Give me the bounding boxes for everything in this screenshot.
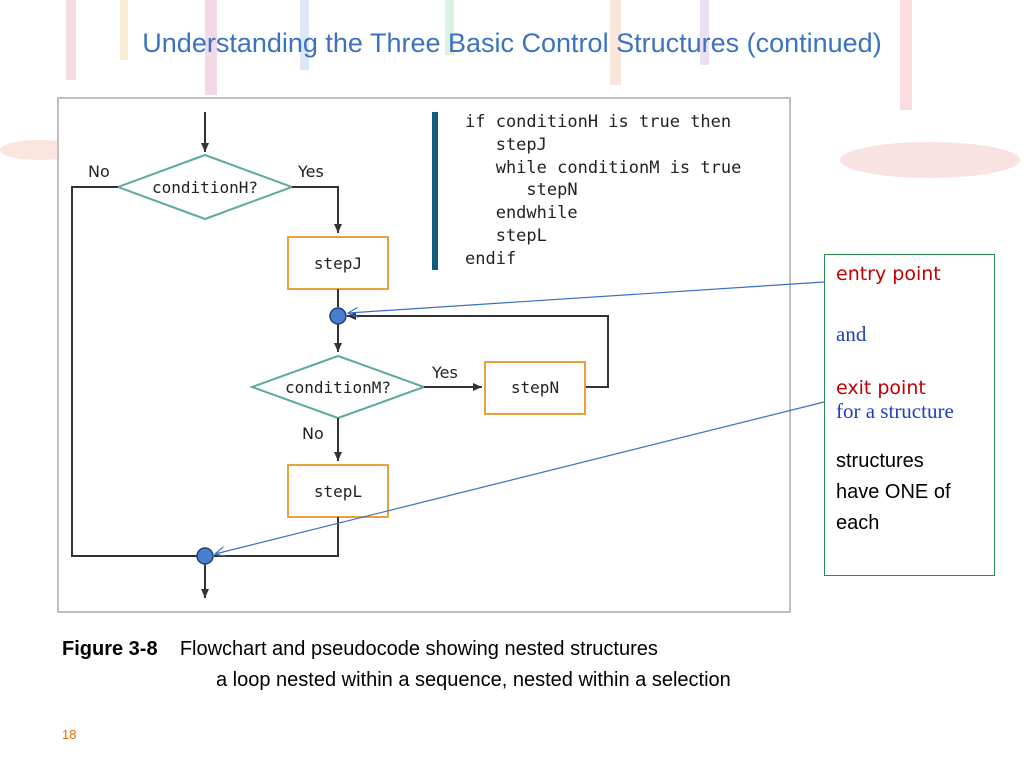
no-label-1: No: [88, 162, 110, 181]
flow-line: [214, 517, 339, 557]
entry-point-marker: [329, 307, 347, 325]
figure-caption: Figure 3-8 Flowchart and pseudocode show…: [62, 634, 731, 696]
decision-label-conditionh: conditionH?: [152, 178, 258, 197]
callout-note-line: each: [836, 512, 880, 534]
pseudocode-line: if conditionH is true then: [465, 112, 732, 132]
process-label-stepl: stepL: [314, 482, 362, 501]
page-number: 18: [62, 727, 77, 742]
pseudocode-line: stepJ: [465, 134, 547, 155]
pseudocode-line: stepN: [465, 180, 578, 201]
callout-note-line: have ONE of: [836, 481, 951, 503]
callout-box: entry point and exit point for a structu…: [824, 254, 995, 576]
exit-pointer-line: [215, 401, 825, 554]
caption-subtext: a loop nested within a sequence, nested …: [216, 669, 731, 691]
pseudocode-line: endif: [465, 248, 517, 269]
entry-pointer-line: [348, 281, 825, 313]
exit-point-marker: [196, 547, 214, 565]
callout-note-line: structures: [836, 450, 924, 472]
pseudocode-line: stepL: [465, 225, 547, 246]
flow-line: [292, 186, 342, 233]
yes-label-2: Yes: [431, 363, 458, 382]
decision-diamond-conditionh: [115, 153, 295, 221]
pseudocode-block: if conditionH is true then stepJ while c…: [465, 111, 741, 271]
no-label-2: No: [302, 424, 324, 443]
process-label-stepj: stepJ: [314, 254, 362, 273]
callout-and: and: [836, 322, 867, 346]
process-box-stepl: [287, 464, 389, 518]
caption-text: Flowchart and pseudocode showing nested …: [179, 638, 658, 660]
pseudocode-line: while conditionM is true: [465, 157, 742, 178]
yes-label-1: Yes: [297, 162, 324, 181]
flow-line: [71, 186, 205, 557]
pseudocode-line: endwhile: [465, 203, 578, 224]
decision-label-conditionm: conditionM?: [285, 378, 391, 397]
process-label-stepn: stepN: [511, 378, 559, 397]
process-box-stepj: [287, 236, 389, 290]
callout-for-structure: for a structure: [836, 399, 954, 423]
callout-exit-point: exit point: [836, 377, 926, 399]
callout-entry-point: entry point: [836, 263, 941, 285]
process-box-stepn: [484, 361, 586, 415]
figure-label: Figure 3-8: [62, 638, 158, 660]
pseudocode-bar: [432, 112, 438, 270]
slide-title: Understanding the Three Basic Control St…: [142, 28, 882, 58]
